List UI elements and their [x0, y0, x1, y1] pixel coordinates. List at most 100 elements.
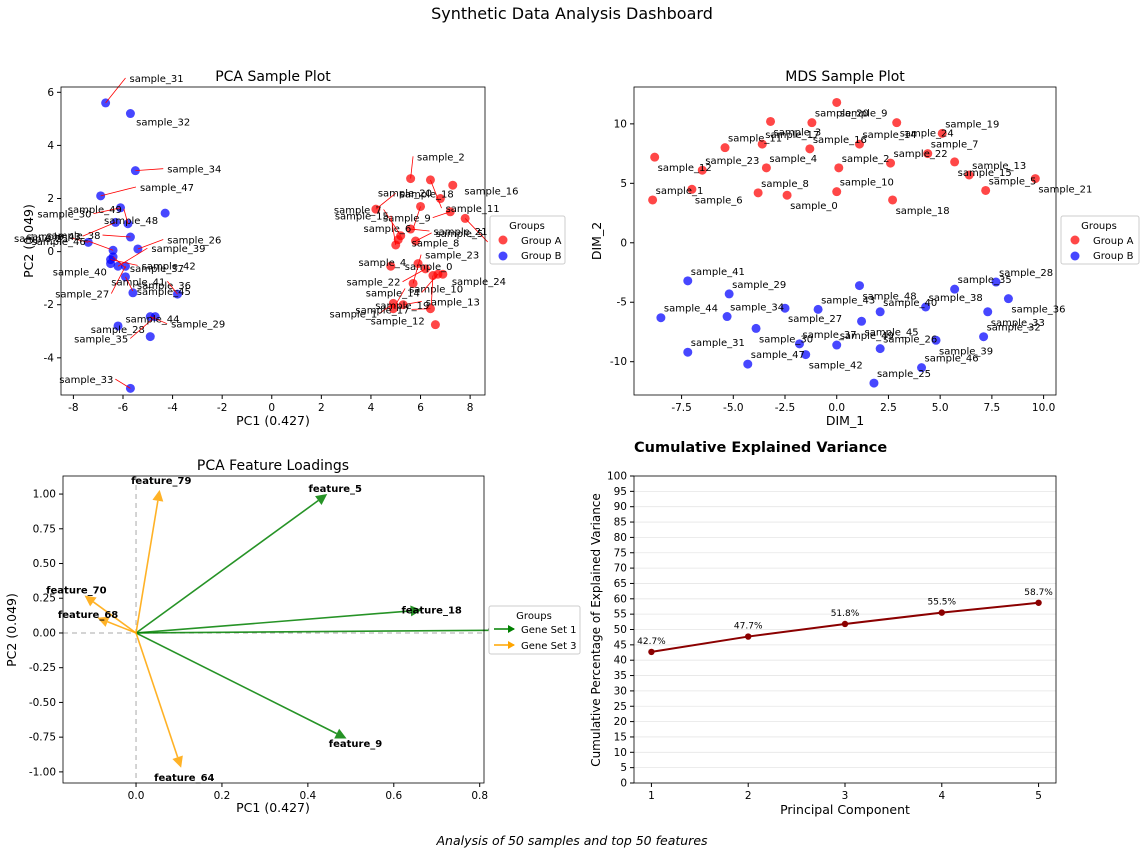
point-label-sample_15: sample_15 — [958, 168, 1012, 179]
point-label-sample_28: sample_28 — [91, 325, 145, 336]
scatter-point-sample_45 — [857, 316, 867, 326]
y-tick-label: 95 — [614, 486, 627, 498]
label-leader-line — [167, 281, 178, 295]
point-label-sample_46: sample_46 — [32, 237, 86, 248]
scatter-point-sample_46 — [917, 363, 927, 373]
point-label-sample_27: sample_27 — [788, 314, 842, 325]
x-tick-label: -8 — [68, 402, 78, 414]
point-label-sample_12: sample_12 — [658, 163, 712, 174]
scatter-point-sample_24 — [438, 269, 448, 279]
point-label-sample_9: sample_9 — [840, 108, 888, 119]
loading-label-feature_64: feature_64 — [154, 773, 214, 784]
scatter-point-sample_29 — [724, 289, 734, 299]
point-label-sample_43: sample_43 — [27, 232, 81, 243]
point-label-sample_41: sample_41 — [691, 267, 745, 278]
point-label-sample_38: sample_38 — [929, 293, 983, 304]
label-leader-line — [137, 239, 164, 250]
scatter-point-sample_41 — [683, 276, 693, 286]
legend-box — [488, 605, 581, 655]
y-tick-label: -0.75 — [29, 732, 56, 744]
x-tick-label: -2 — [217, 402, 227, 414]
point-label-sample_40: sample_40 — [883, 298, 937, 309]
scatter-point-sample_32 — [125, 109, 135, 119]
scatter-point-sample_8 — [753, 188, 763, 198]
point-label-sample_39: sample_39 — [151, 244, 205, 255]
y-tick-label: 1.00 — [33, 489, 56, 501]
legend-label-group-a: Group A — [1093, 236, 1134, 247]
legend-label-group-b: Group B — [521, 251, 562, 262]
point-label-sample_11: sample_11 — [446, 204, 500, 215]
legend-title: Groups — [509, 221, 545, 232]
point-label-sample_42: sample_42 — [809, 361, 863, 372]
mds-sample-title: MDS Sample Plot — [785, 69, 905, 85]
y-tick-label: -1.00 — [29, 766, 56, 778]
point-label-sample_45: sample_45 — [137, 287, 191, 298]
scatter-point-sample_36 — [1003, 294, 1013, 304]
pca-loadings-ylabel: PC2 (0.049) — [4, 593, 19, 667]
scatter-point-sample_39 — [931, 335, 941, 345]
variance-point-label: 51.8% — [831, 609, 860, 619]
scatter-point-sample_44 — [113, 321, 123, 331]
x-tick-label: 2 — [745, 790, 752, 802]
point-label-sample_2: sample_2 — [842, 154, 890, 165]
label-leader-line — [375, 192, 396, 210]
loading-arrow-feature_68 — [107, 620, 137, 634]
label-leader-line — [403, 301, 422, 306]
variance-xlabel: Principal Component — [780, 802, 910, 817]
y-tick-label: -2 — [44, 299, 54, 311]
y-tick-label: -0.50 — [29, 697, 56, 709]
pca-loadings-frame — [62, 475, 485, 784]
point-label-sample_20: sample_20 — [815, 109, 869, 120]
point-label-sample_7: sample_7 — [931, 140, 979, 151]
scatter-point-sample_11 — [720, 143, 730, 153]
point-label-sample_6: sample_6 — [364, 224, 412, 235]
scatter-point-sample_3 — [766, 116, 776, 126]
loading-arrowhead-feature_18 — [410, 605, 422, 617]
variance-point-pc2 — [745, 633, 752, 640]
point-label-sample_1: sample_1 — [330, 310, 378, 321]
point-label-sample_47: sample_47 — [140, 183, 194, 194]
x-tick-label: 8 — [467, 402, 474, 414]
point-label-sample_34: sample_34 — [167, 165, 221, 176]
point-label-sample_14: sample_14 — [862, 130, 916, 141]
x-tick-label: 5.0 — [932, 402, 949, 414]
point-label-sample_38: sample_38 — [46, 231, 100, 242]
point-label-sample_0: sample_0 — [405, 262, 453, 273]
point-label-sample_5: sample_5 — [436, 229, 484, 240]
point-label-sample_27: sample_27 — [55, 290, 109, 301]
scatter-point-sample_44 — [656, 313, 666, 323]
point-label-sample_21: sample_21 — [433, 227, 487, 238]
x-tick-label: 0.8 — [471, 790, 488, 802]
point-label-sample_18: sample_18 — [400, 189, 454, 200]
loading-label-feature_9: feature_9 — [329, 739, 382, 750]
label-leader-line — [93, 207, 121, 214]
x-tick-label: 0 — [268, 402, 275, 414]
label-leader-line — [410, 228, 430, 232]
variance-point-pc1 — [648, 648, 655, 656]
point-label-sample_25: sample_25 — [877, 369, 931, 380]
scatter-point-sample_31 — [683, 347, 693, 357]
point-label-sample_19: sample_19 — [375, 301, 429, 312]
label-leader-line — [129, 316, 156, 339]
scatter-point-sample_12 — [650, 152, 660, 162]
point-label-sample_24: sample_24 — [452, 277, 506, 288]
y-tick-label: 15 — [614, 731, 627, 743]
point-label-sample_8: sample_8 — [761, 179, 809, 190]
point-label-sample_31: sample_31 — [691, 338, 745, 349]
point-label-sample_26: sample_26 — [167, 235, 221, 246]
label-leader-line — [87, 240, 114, 251]
point-label-sample_23: sample_23 — [705, 156, 759, 167]
x-tick-label: 1 — [648, 790, 655, 802]
point-label-sample_35: sample_35 — [74, 334, 128, 345]
scatter-point-sample_34 — [722, 312, 732, 322]
y-tick-label: 0.50 — [33, 558, 56, 570]
loading-label-feature_70: feature_70 — [46, 586, 106, 597]
loading-arrowhead-feature_5 — [315, 494, 328, 505]
scatter-point-sample_4 — [761, 163, 771, 173]
scatter-point-sample_13 — [964, 170, 974, 180]
point-label-sample_24: sample_24 — [900, 129, 954, 140]
label-leader-line — [410, 156, 414, 179]
y-tick-label: -4 — [44, 352, 55, 364]
x-tick-label: 4 — [368, 402, 375, 414]
label-leader-line — [105, 77, 126, 104]
